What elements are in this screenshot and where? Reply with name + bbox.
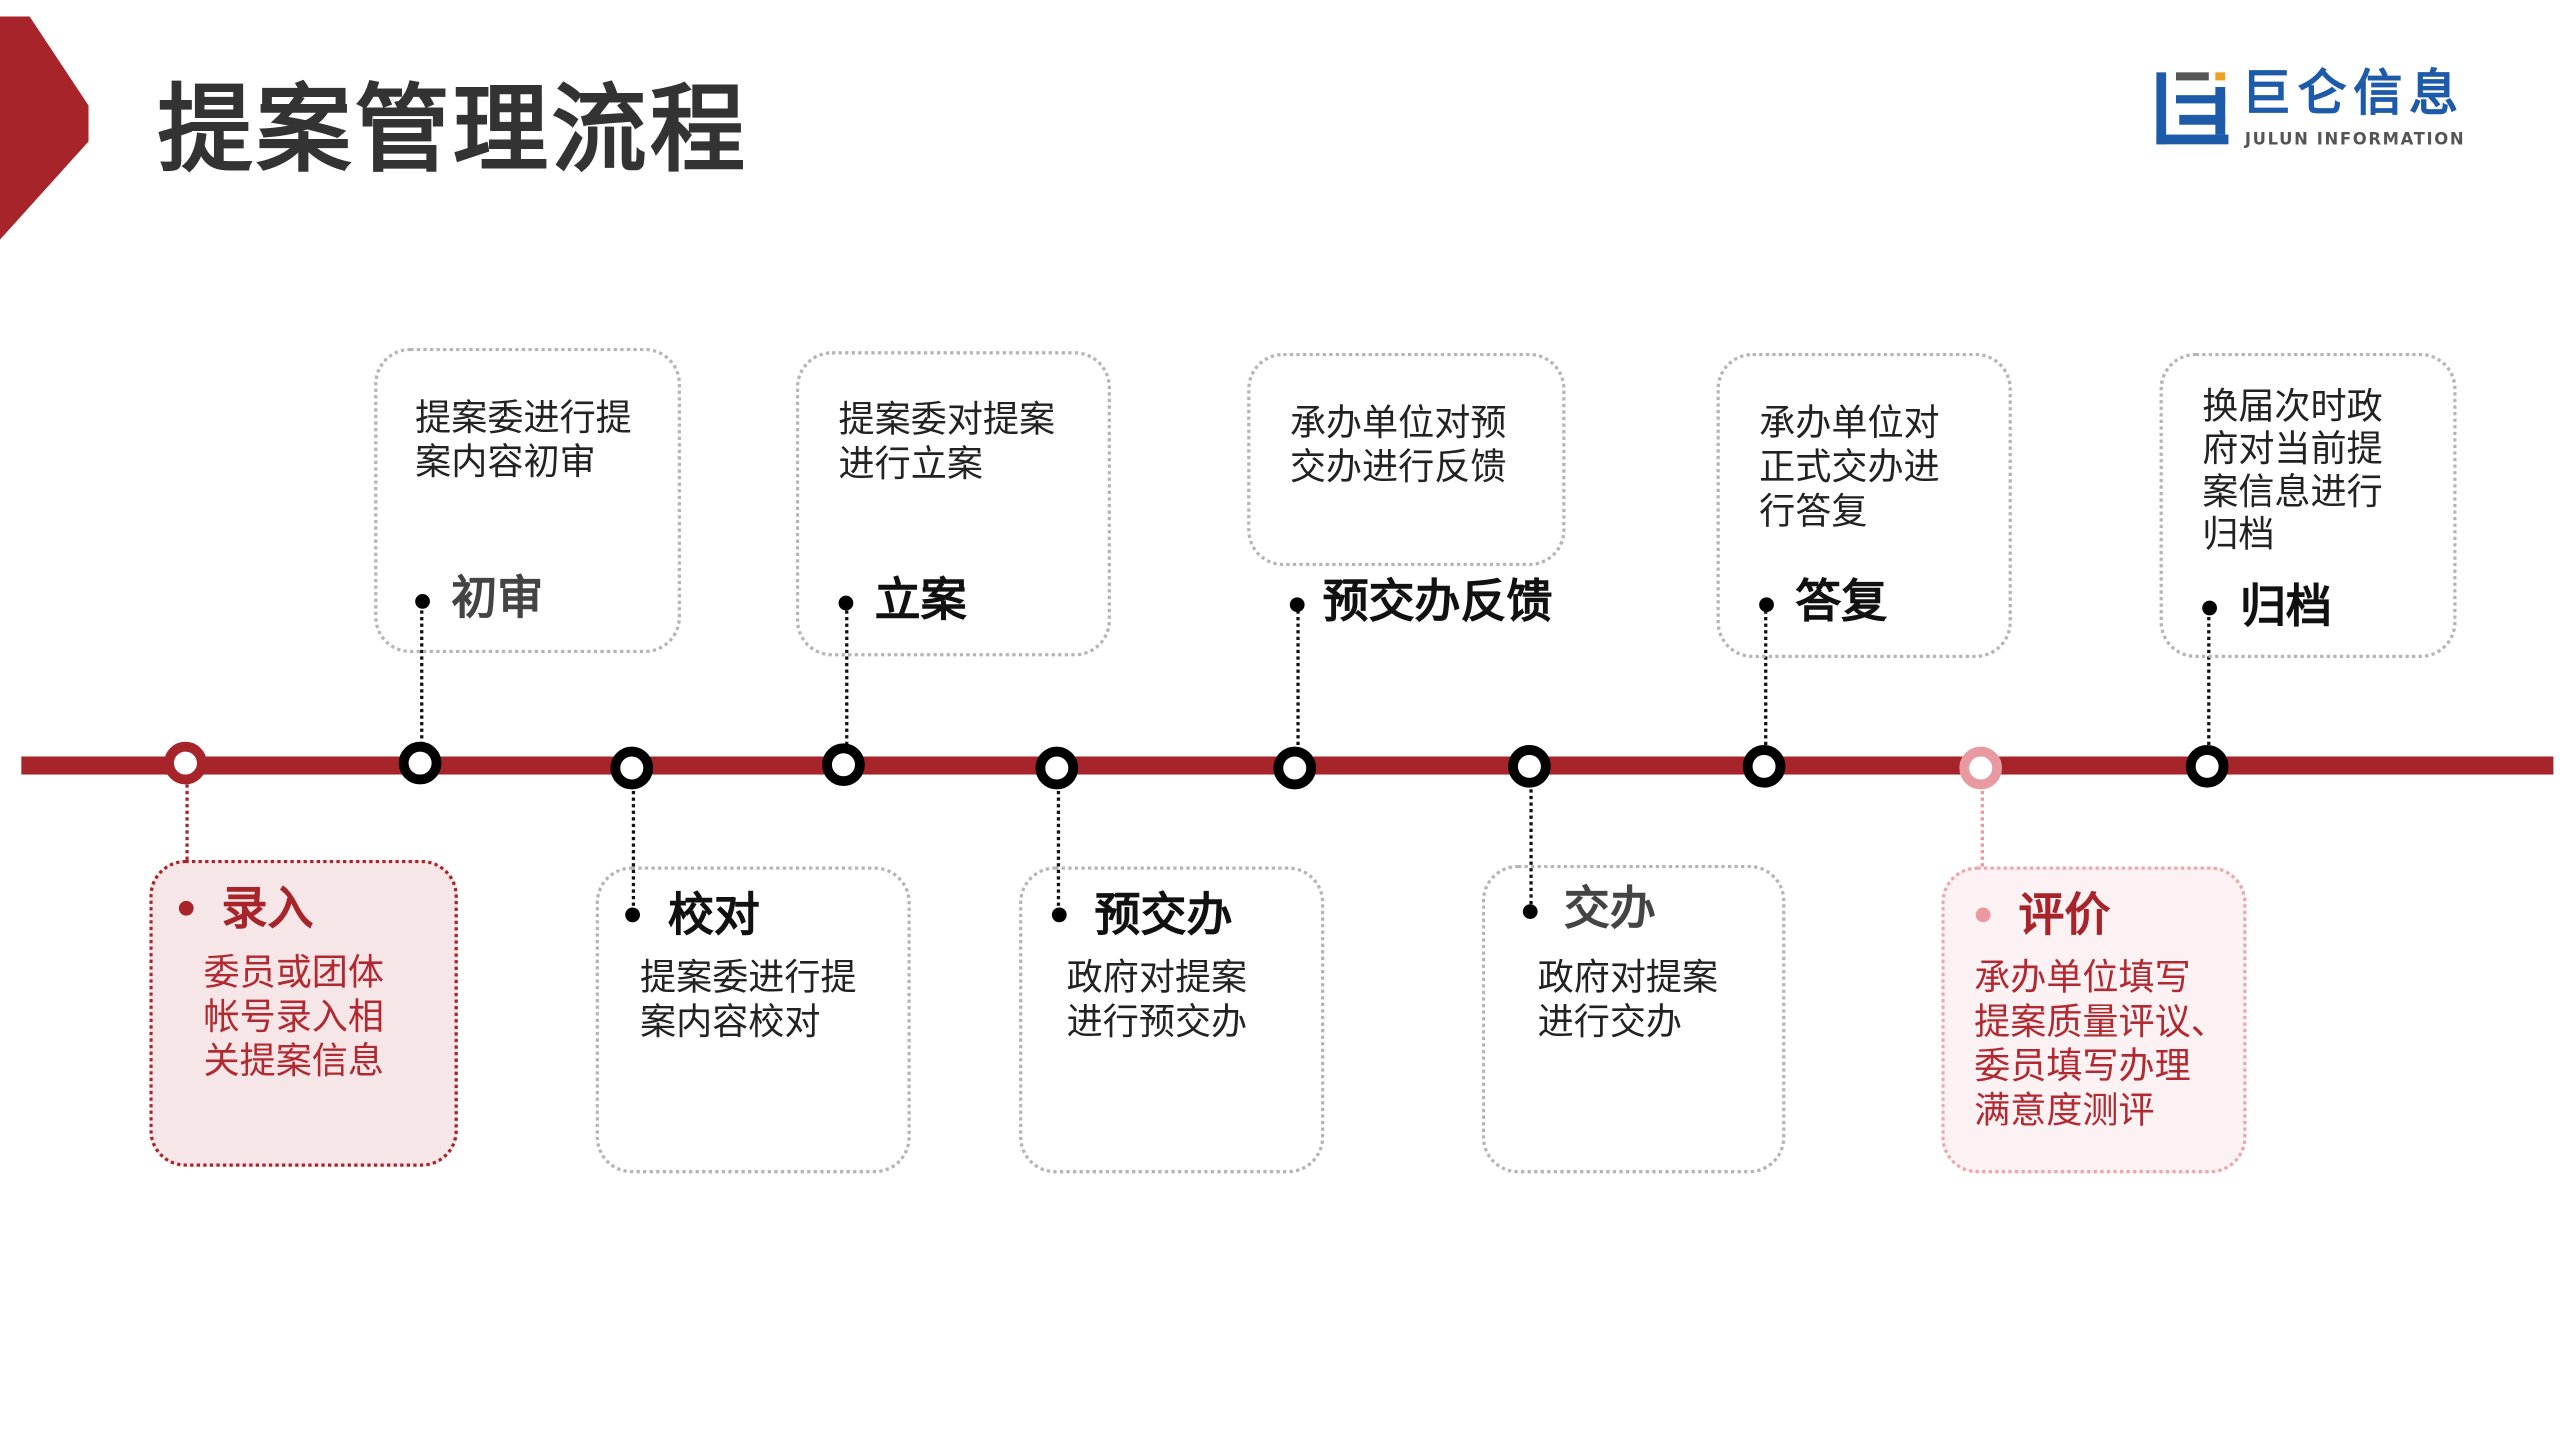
step-label: 预交办反馈 xyxy=(1322,574,1553,629)
connector xyxy=(2207,603,2211,752)
connector xyxy=(1764,603,1768,752)
bullet-icon xyxy=(1759,597,1774,613)
timeline-node-3 xyxy=(610,746,654,790)
logo-text-cn: 巨仑信息 xyxy=(2241,65,2465,124)
corner-decoration xyxy=(0,16,89,240)
step-desc: 提案委进行提 案内容初审 xyxy=(415,398,632,485)
connector xyxy=(631,784,636,913)
connector xyxy=(1980,784,1984,913)
step-card-evaluate xyxy=(1941,866,2247,1174)
bullet-icon xyxy=(1289,597,1305,613)
timeline-node-8 xyxy=(1742,745,1786,788)
timeline-node-1 xyxy=(164,741,207,785)
page-title: 提案管理流程 xyxy=(157,73,749,186)
step-desc: 承办单位对 正式交办进 行答复 xyxy=(1759,403,1940,534)
step-label: 评价 xyxy=(2018,887,2111,942)
step-label: 初审 xyxy=(451,571,544,626)
step-label: 答复 xyxy=(1795,574,1888,629)
step-desc: 换届次时政 府对当前提 案信息进行 归档 xyxy=(2202,387,2383,557)
step-card-pre-assign-feedback xyxy=(1247,352,1566,567)
step-desc: 承办单位对预 交办进行反馈 xyxy=(1289,403,1507,490)
step-desc: 委员或团体 帐号录入相 关提案信息 xyxy=(203,953,385,1084)
connector xyxy=(1296,603,1300,752)
step-label: 录入 xyxy=(221,881,314,936)
logo: 巨仑信息 JULUN INFORMATION xyxy=(2156,65,2468,157)
logo-mark-icon xyxy=(2156,72,2229,145)
logo-text-en: JULUN INFORMATION xyxy=(2244,131,2466,150)
step-desc: 政府对提案 进行交办 xyxy=(1537,958,1719,1044)
connector xyxy=(1529,784,1533,910)
connector xyxy=(845,603,849,752)
step-label: 校对 xyxy=(667,887,760,942)
bullet-icon xyxy=(178,900,194,916)
timeline-node-9 xyxy=(1959,746,2003,790)
bullet-icon xyxy=(415,594,430,609)
step-desc: 政府对提案 进行预交办 xyxy=(1066,958,1248,1044)
step-card-preliminary xyxy=(374,347,682,654)
step-desc: 提案委进行提 案内容校对 xyxy=(639,958,857,1044)
step-label: 交办 xyxy=(1563,881,1656,936)
timeline-node-2 xyxy=(398,741,442,785)
step-desc: 承办单位填写 提案质量评议、 委员填写办理 满意度测评 xyxy=(1974,958,2227,1133)
step-label: 预交办 xyxy=(1094,887,1233,942)
bullet-icon xyxy=(625,907,640,923)
bullet-icon xyxy=(2202,600,2217,616)
timeline-node-10 xyxy=(2185,745,2229,788)
timeline-node-4 xyxy=(822,743,865,787)
connector xyxy=(185,777,189,906)
step-card-assign xyxy=(1481,864,1786,1174)
step-card-pre-assign xyxy=(1019,866,1325,1174)
connector xyxy=(1056,784,1061,913)
connector xyxy=(420,603,424,752)
step-card-entry xyxy=(149,859,458,1167)
step-card-register xyxy=(795,351,1111,657)
step-card-reply xyxy=(1716,352,2012,659)
step-card-proofread xyxy=(595,866,911,1174)
timeline-node-6 xyxy=(1273,746,1317,790)
bullet-icon xyxy=(1522,904,1538,919)
step-desc: 提案委对提案 进行立案 xyxy=(838,400,1056,486)
bullet-icon xyxy=(838,595,854,611)
step-label: 归档 xyxy=(2239,579,2332,634)
timeline-node-7 xyxy=(1508,745,1551,788)
step-card-archive xyxy=(2159,352,2457,659)
step-label: 立案 xyxy=(874,572,967,627)
bullet-icon xyxy=(1051,907,1067,923)
bullet-icon xyxy=(1975,907,1991,923)
timeline-node-5 xyxy=(1035,746,1079,790)
